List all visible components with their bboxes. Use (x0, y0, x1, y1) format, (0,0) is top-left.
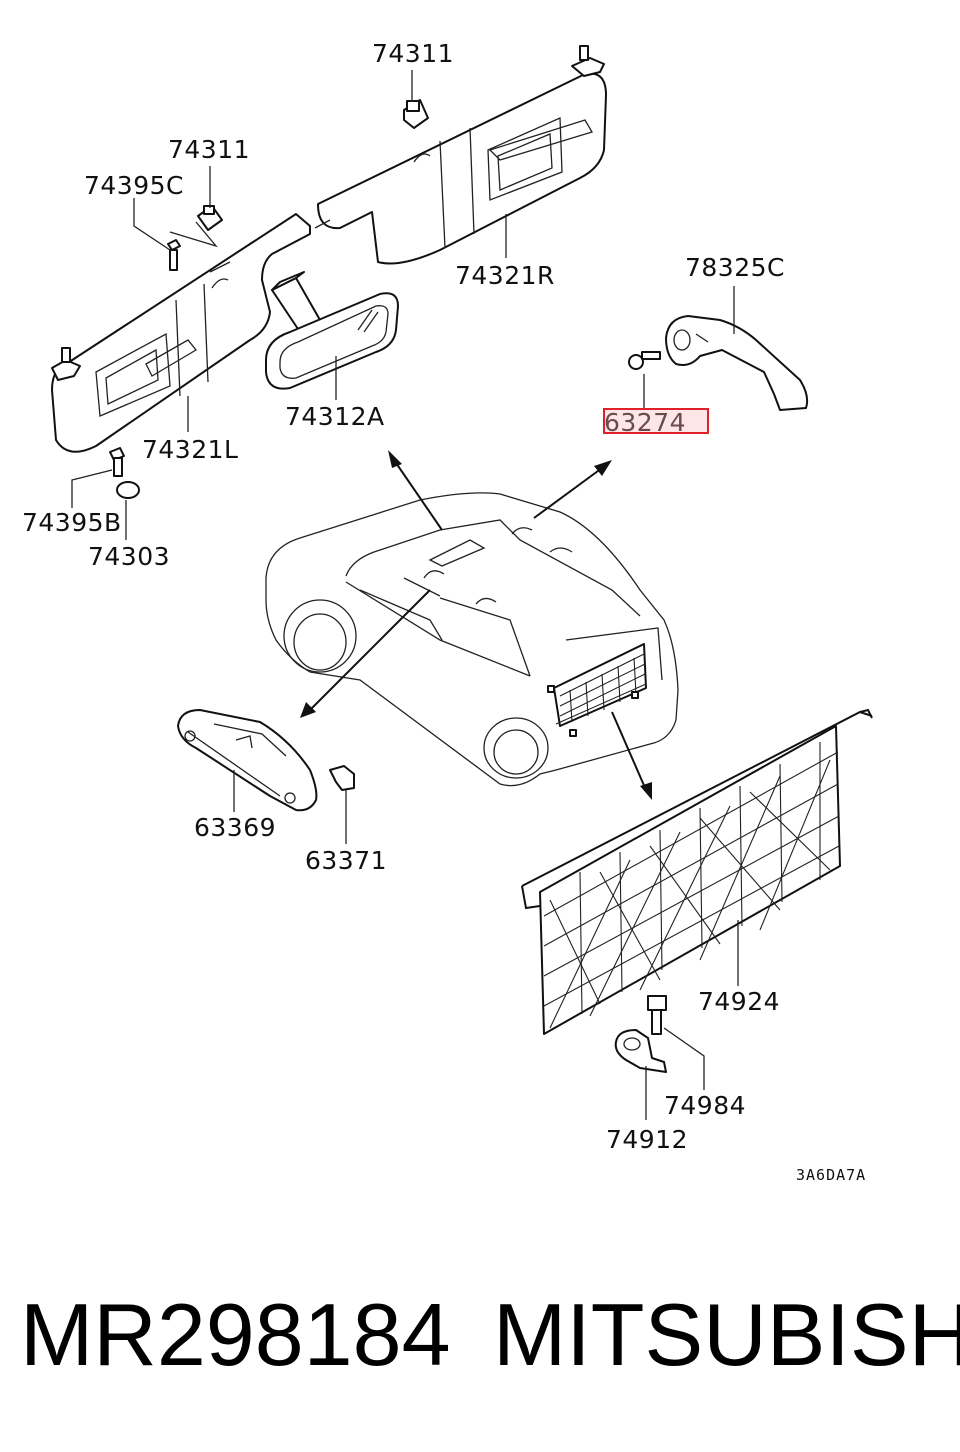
lamp-lens-63371 (329, 765, 355, 791)
cap-74303 (116, 481, 140, 499)
footer: MR298184 MITSUBISHI (0, 1280, 960, 1400)
label-74395C: 74395C (84, 171, 184, 200)
clip-74311-left (197, 205, 223, 231)
label-74924: 74924 (698, 987, 780, 1016)
grab-handle (665, 315, 809, 411)
label-74311-top: 74311 (372, 39, 454, 68)
bracket-lines-74395C (169, 221, 218, 248)
cargo-net (521, 708, 873, 1035)
label-74984: 74984 (664, 1091, 746, 1120)
clip-74311-top (403, 99, 429, 129)
pointer-arrows (300, 450, 652, 800)
label-74312A: 74312A (285, 402, 385, 431)
rear-view-mirror (265, 271, 399, 390)
label-74912: 74912 (606, 1125, 688, 1154)
label-74321R: 74321R (455, 261, 555, 290)
leader-lines (71, 70, 739, 1120)
screw-63274 (628, 351, 661, 370)
label-74395B: 74395B (22, 508, 122, 537)
room-lamp (177, 709, 318, 812)
label-74311-left: 74311 (168, 135, 250, 164)
label-74303: 74303 (88, 542, 170, 571)
part-number: MR298184 (20, 1285, 451, 1384)
visor-hinge-left (51, 347, 81, 381)
label-74321L: 74321L (142, 435, 238, 464)
sun-visor-right (314, 72, 607, 265)
bolt-74984 (647, 995, 667, 1035)
highlight-box-63274 (603, 408, 709, 434)
parts-diagram: 74311 74311 74395C 74321R 78325C 63274 7… (22, 39, 873, 1184)
screw-74395C (167, 239, 181, 271)
sun-visor-left (51, 213, 311, 453)
label-63274: 63274 (604, 408, 686, 437)
cargo-net-in-car (547, 643, 647, 737)
bracket-74912 (614, 1029, 667, 1073)
label-63371: 63371 (305, 846, 387, 875)
brand-name: MITSUBISHI (493, 1285, 960, 1384)
diagram-code: 3A6DA7A (796, 1166, 866, 1184)
car-outline (265, 492, 679, 787)
label-78325C: 78325C (685, 253, 785, 282)
visor-hinge-right (571, 45, 605, 77)
label-63369: 63369 (194, 813, 276, 842)
screw-74395B (109, 447, 125, 477)
